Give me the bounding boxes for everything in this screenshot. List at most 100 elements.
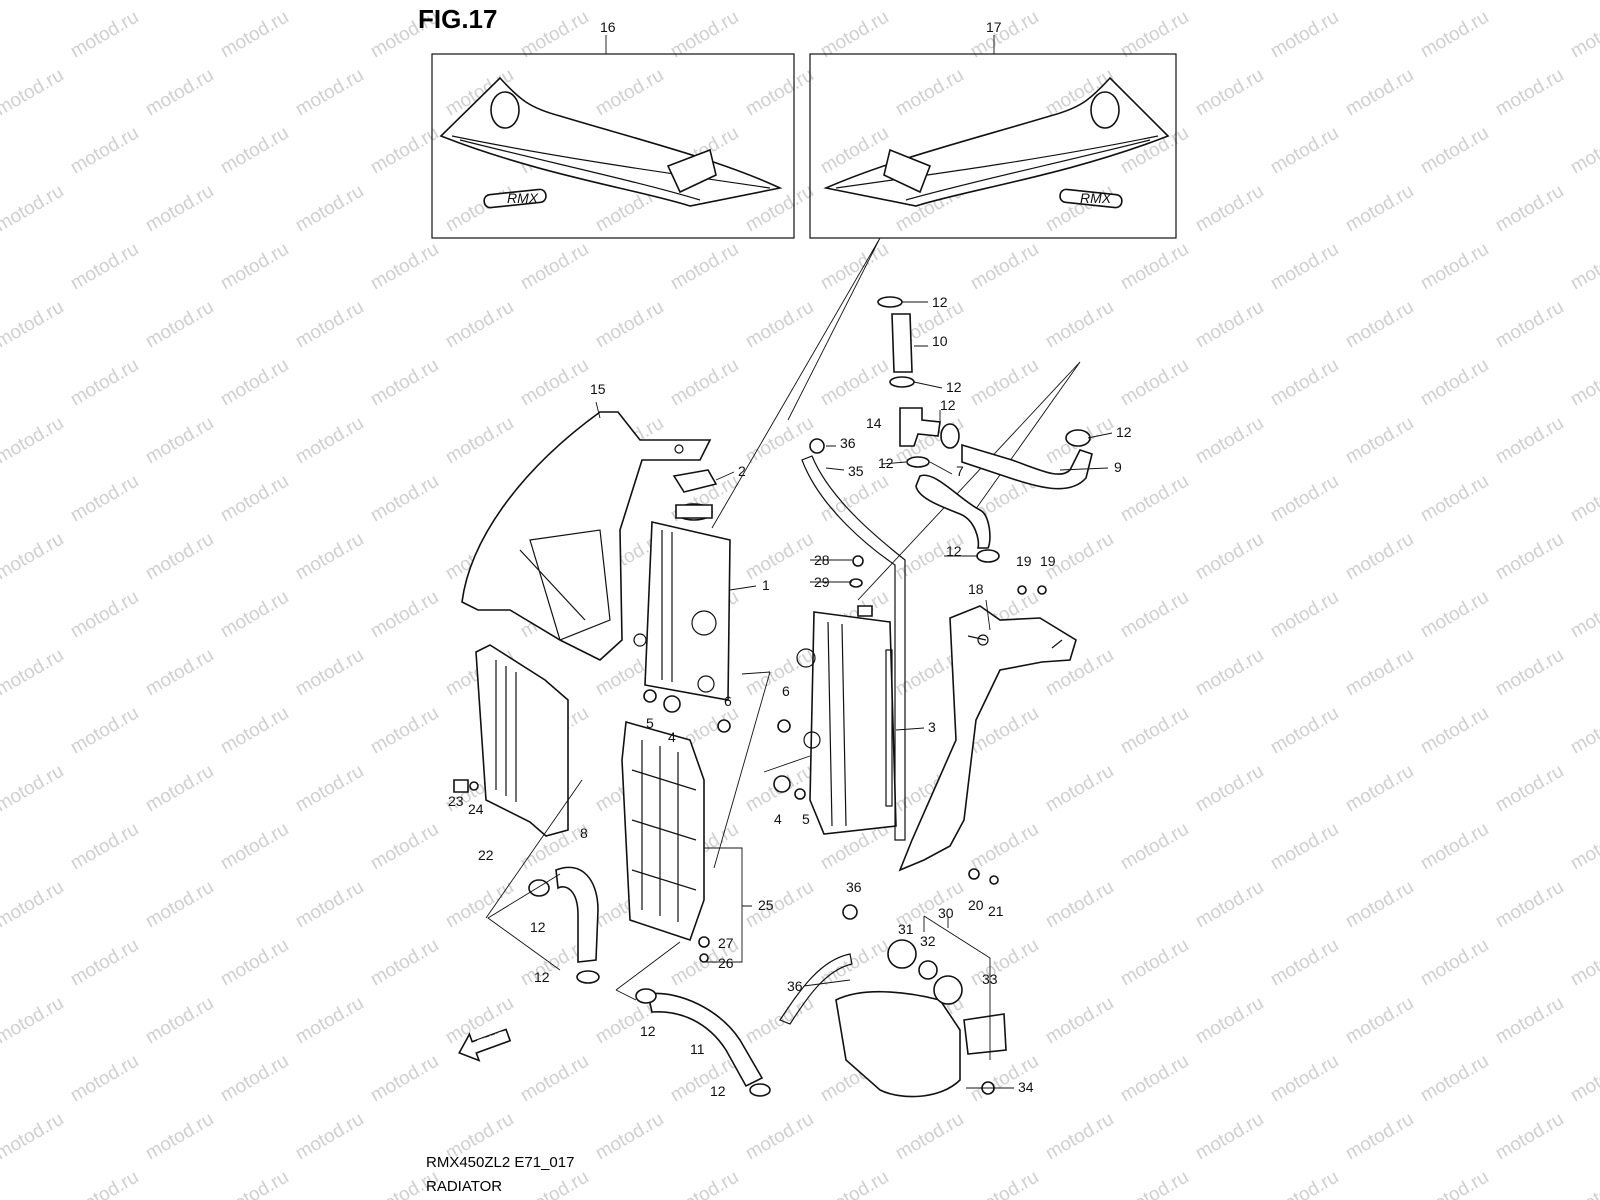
watermark-text: motod.ru [67, 1167, 142, 1200]
watermark-text: motod.ru [1267, 123, 1342, 179]
callout-13: 14 [866, 415, 882, 431]
watermark-text: motod.ru [1042, 761, 1117, 817]
watermark-text: motod.ru [292, 1109, 367, 1165]
watermark-text: motod.ru [1342, 65, 1417, 121]
callout-2: 2 [738, 463, 746, 479]
watermark-text: motod.ru [667, 1167, 742, 1200]
watermark-text: motod.ru [1342, 1109, 1417, 1165]
t-joint-13 [899, 407, 941, 447]
watermark-text: motod.ru [1492, 0, 1567, 4]
callout-4: 4 [774, 811, 782, 827]
model-code: RMX450ZL2 E71_017 [426, 1154, 574, 1171]
watermark-text: motod.ru [1417, 123, 1492, 179]
watermark-text: motod.ru [67, 703, 142, 759]
watermark-text: motod.ru [1417, 239, 1492, 295]
watermark-text: motod.ru [1042, 0, 1117, 4]
callout-18: 19 [1040, 553, 1056, 569]
watermark-text: motod.ru [0, 761, 67, 817]
watermark-text: motod.ru [742, 645, 817, 701]
callout-23: 24 [468, 801, 484, 817]
watermark-text: motod.ru [1192, 529, 1267, 585]
watermark-text: motod.ru [1117, 703, 1192, 759]
watermark-text: motod.ru [292, 181, 367, 237]
callout-33: 34 [1018, 1079, 1034, 1095]
callout-21: 22 [478, 847, 494, 863]
watermark-text: motod.ru [1042, 181, 1117, 237]
watermark-text: motod.ru [367, 1051, 442, 1107]
callout-17: 17 [986, 19, 1002, 35]
watermark-text: motod.ru [0, 181, 67, 237]
watermark-text: motod.ru [67, 239, 142, 295]
watermark-text: motod.ru [1567, 1167, 1600, 1200]
breather-hose-34 [801, 455, 906, 841]
watermark-text: motod.ru [142, 993, 217, 1049]
watermark-text: motod.ru [1192, 645, 1267, 701]
watermark-text: motod.ru [367, 935, 442, 991]
watermark-text: motod.ru [1417, 471, 1492, 527]
callout-8: 8 [580, 825, 588, 841]
watermark-text: motod.ru [367, 819, 442, 875]
watermark-text: motod.ru [292, 65, 367, 121]
watermark-text: motod.ru [292, 993, 367, 1049]
watermark-text: motod.ru [1117, 355, 1192, 411]
watermark-text: motod.ru [1567, 587, 1600, 643]
watermark-text: motod.ru [1342, 877, 1417, 933]
watermark-text: motod.ru [1567, 935, 1600, 991]
louver-left [475, 644, 569, 837]
watermark-text: motod.ru [742, 877, 817, 933]
watermark-text: motod.ru [1267, 1051, 1342, 1107]
watermark-text: motod.ru [1192, 761, 1267, 817]
watermark-text: motod.ru [0, 877, 67, 933]
watermark-text: motod.ru [1567, 471, 1600, 527]
watermark-text: motod.ru [1267, 1167, 1342, 1200]
watermark-text: motod.ru [1342, 993, 1417, 1049]
callout-leaders [595, 301, 1113, 1089]
watermark-text: motod.ru [817, 1167, 892, 1200]
watermark-text: motod.ru [142, 877, 217, 933]
watermark-text: motod.ru [1117, 935, 1192, 991]
watermark-text: motod.ru [1117, 239, 1192, 295]
watermark-text: motod.ru [1417, 1051, 1492, 1107]
watermark-text: motod.ru [1117, 1167, 1192, 1200]
watermark-text: motod.ru [1567, 239, 1600, 295]
watermark-text: motod.ru [1417, 1167, 1492, 1200]
watermark-text: motod.ru [1342, 529, 1417, 585]
callout-19: 20 [968, 897, 984, 913]
callout-5: 5 [646, 715, 654, 731]
callout-5: 5 [802, 811, 810, 827]
watermark-text: motod.ru [292, 529, 367, 585]
watermark-text: motod.ru [1342, 413, 1417, 469]
watermark-text: motod.ru [292, 413, 367, 469]
watermark-text: motod.ru [1192, 1109, 1267, 1165]
watermark-text: motod.ru [517, 1051, 592, 1107]
watermark-text: motod.ru [1417, 935, 1492, 991]
watermark-text: motod.ru [892, 65, 967, 121]
watermark-text: motod.ru [1342, 761, 1417, 817]
radiator-cap-gasket [672, 469, 718, 493]
watermark-text: motod.ru [517, 355, 592, 411]
watermark-text: motod.ru [1492, 297, 1567, 353]
watermark-text: motod.ru [1492, 65, 1567, 121]
decal-panel-left: RMX [431, 35, 795, 239]
callout-6: 6 [782, 683, 790, 699]
watermark-text: motod.ru [1567, 7, 1600, 63]
watermark-text: motod.ru [892, 0, 967, 4]
watermark-text: motod.ru [1417, 703, 1492, 759]
watermark-text: motod.ru [1492, 1109, 1567, 1165]
watermark-text: motod.ru [1567, 1051, 1600, 1107]
hose-9 [961, 443, 1093, 490]
watermark-text: motod.ru [1117, 1051, 1192, 1107]
figure-title: FIG.17 [418, 4, 497, 34]
watermark-text: motod.ru [1342, 297, 1417, 353]
callout-6: 6 [724, 693, 732, 709]
watermark-text: motod.ru [217, 239, 292, 295]
watermark-text: motod.ru [292, 877, 367, 933]
callout-14: 15 [590, 381, 606, 397]
callout-30: 31 [898, 921, 914, 937]
section-name: RADIATOR [426, 1178, 502, 1195]
watermark-text: motod.ru [742, 297, 817, 353]
watermark-text: motod.ru [1267, 471, 1342, 527]
decal-panel-right: RMX [809, 35, 1177, 239]
callout-22: 23 [448, 793, 464, 809]
